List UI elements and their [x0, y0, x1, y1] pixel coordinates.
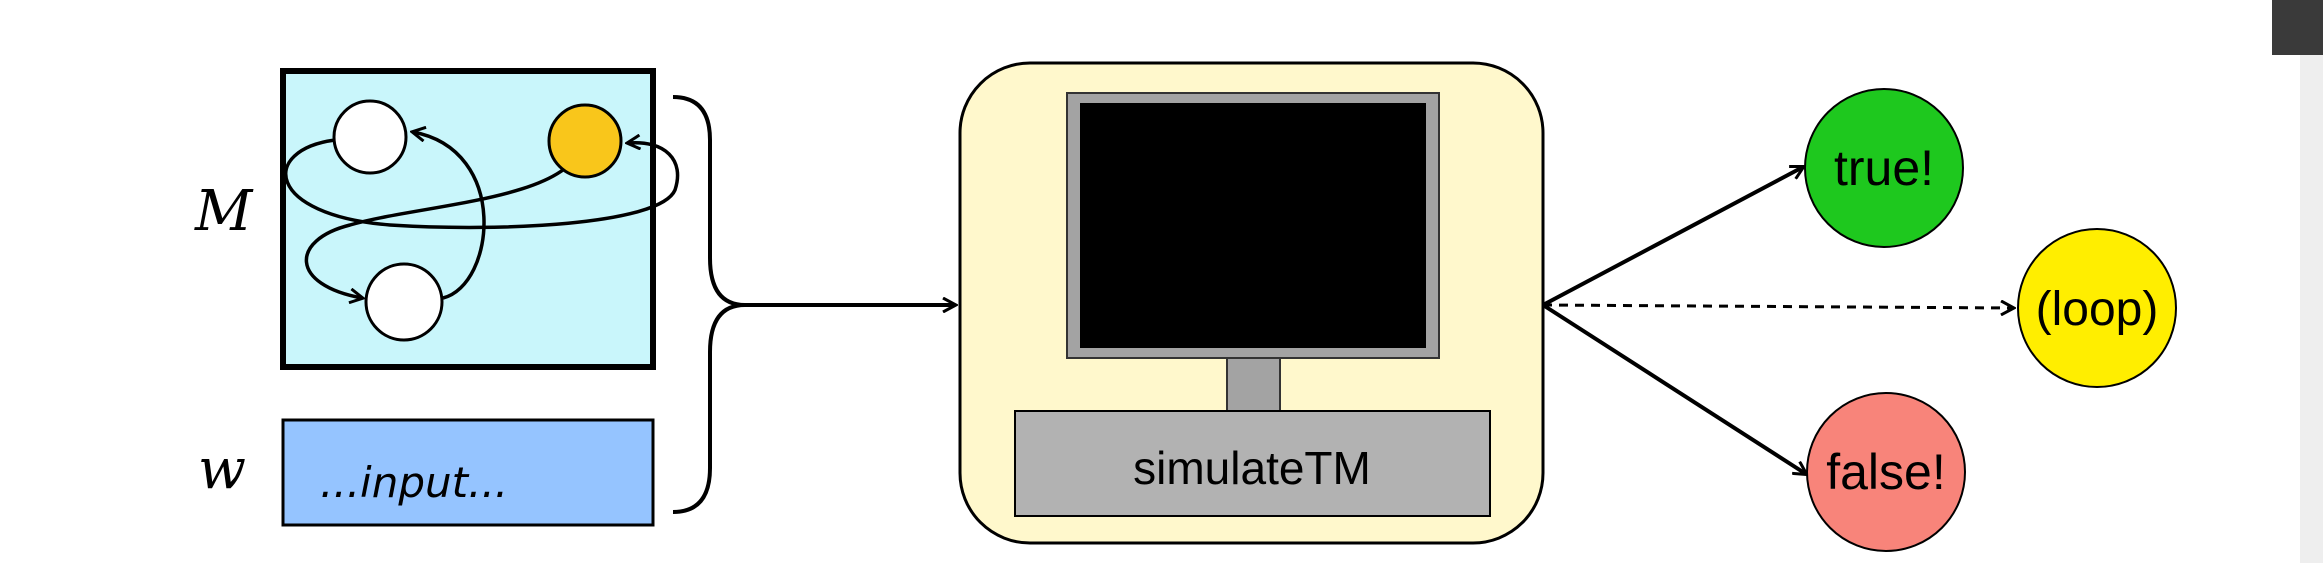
- simulator-label: simulateTM: [1133, 442, 1371, 494]
- machine-state-diagram: [280, 68, 680, 370]
- monitor-stand: [1226, 357, 1281, 412]
- state-node: [364, 262, 444, 342]
- accept-state-node: [547, 103, 623, 179]
- true-outcome-label: true!: [1834, 140, 1934, 196]
- false-outcome-circle: [1806, 392, 1966, 552]
- input-variable-label: w: [198, 437, 246, 502]
- loop-outcome-label: (loop): [2036, 283, 2159, 336]
- true-outcome-circle: [1804, 88, 1964, 248]
- state-node: [332, 99, 408, 175]
- false-arrow: [1541, 303, 1806, 474]
- right-edge-strip: [2300, 55, 2323, 563]
- grouping-brace: [672, 95, 746, 514]
- corner-photo-fragment: [2272, 0, 2323, 55]
- true-arrow: [1542, 167, 1803, 307]
- monitor-screen: [1080, 103, 1426, 348]
- input-box: [281, 418, 655, 527]
- loop-outcome-circle: [2017, 228, 2177, 388]
- transition-arrow: [304, 149, 582, 298]
- machine-variable-label: M: [194, 179, 254, 244]
- computer-base: [1014, 410, 1491, 517]
- loop-arrow: [1542, 305, 2013, 308]
- simulator-computer: simulateTM: [958, 61, 1545, 545]
- false-outcome-label: false!: [1826, 444, 1946, 500]
- transition-arrow: [413, 132, 486, 300]
- input-text: ...input...: [320, 458, 508, 507]
- transition-arrow: [284, 140, 680, 230]
